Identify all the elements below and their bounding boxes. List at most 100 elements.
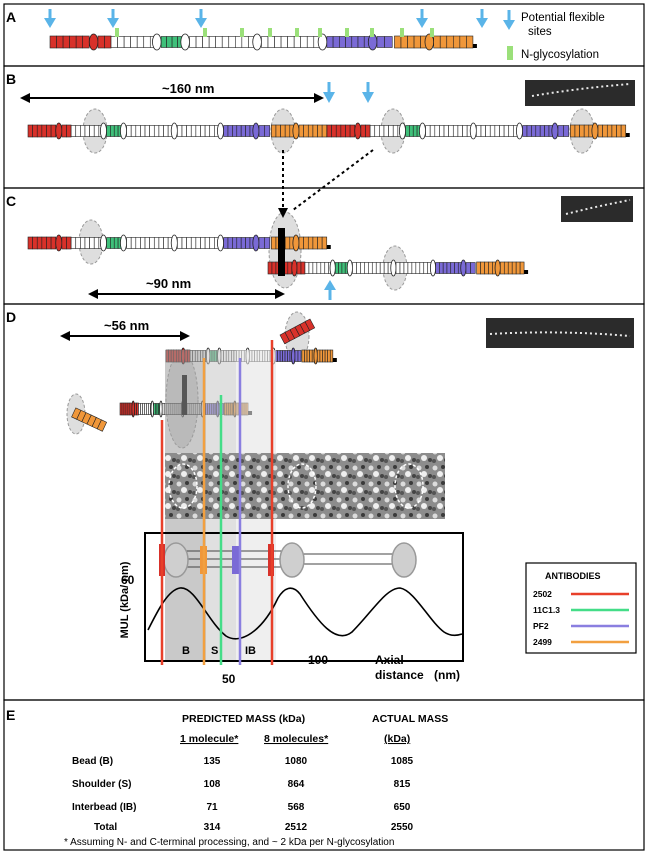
domain-segment <box>394 35 402 49</box>
row-label: Interbead (IB) <box>72 802 136 813</box>
domain-segment <box>274 36 282 48</box>
domain-segment <box>583 124 590 138</box>
domain-segment <box>271 261 277 275</box>
domain-segment <box>149 125 155 137</box>
domain-node <box>292 234 300 252</box>
domain-segment <box>69 35 77 49</box>
domain-segment <box>405 125 410 137</box>
antibody-name-11c1: 11C1.3 <box>533 605 560 615</box>
domain-segment <box>508 125 514 137</box>
fibrillin-molecule <box>27 234 331 252</box>
flexible-site-arrow <box>324 280 336 290</box>
domain-segment <box>232 237 238 249</box>
ytick-60: 60 <box>121 573 135 587</box>
domain-segment <box>409 125 414 137</box>
domain-segment <box>485 125 491 137</box>
overlap-region <box>278 228 285 276</box>
domain-segment <box>317 124 323 138</box>
domain-segment <box>228 36 236 48</box>
domain-segment <box>503 261 509 275</box>
domain-segment <box>277 350 281 362</box>
domain-segment <box>241 36 249 48</box>
domain-segment <box>190 125 197 137</box>
domain-segment <box>200 125 206 137</box>
domain-segment <box>236 125 242 137</box>
domain-segment <box>166 36 173 48</box>
glycosylation-site <box>203 28 207 37</box>
domain-segment <box>480 261 485 275</box>
domain-segment <box>423 262 429 274</box>
xlabel-axial: Axial <box>375 653 404 667</box>
cell-actual: 815 <box>394 779 411 790</box>
domain-segment <box>236 237 242 249</box>
domain-segment <box>287 261 293 275</box>
domain-segment <box>357 36 365 48</box>
domain-segment <box>267 36 275 48</box>
region-label-ib: IB <box>245 645 256 657</box>
region-label-s: S <box>211 645 218 657</box>
domain-node <box>252 234 260 252</box>
domain-segment <box>294 350 299 362</box>
domain-node <box>494 259 501 277</box>
domain-segment <box>130 125 137 137</box>
domain-node <box>152 33 162 51</box>
domain-segment <box>439 35 448 49</box>
domain-segment <box>84 237 90 249</box>
domain-segment <box>287 36 295 48</box>
domain-node <box>429 259 437 277</box>
domain-segment <box>275 124 281 138</box>
domain-segment <box>113 125 119 137</box>
domain-segment <box>296 261 302 275</box>
domain-segment <box>136 36 145 48</box>
domain-segment <box>411 262 417 274</box>
domain-segment <box>415 262 421 274</box>
domain-segment <box>306 349 310 363</box>
domain-segment <box>110 237 115 249</box>
measure-label-c: ~90 nm <box>146 276 191 291</box>
domain-segment <box>267 261 273 275</box>
domain-segment <box>223 237 229 249</box>
domain-node <box>591 122 599 140</box>
domain-segment <box>434 125 440 137</box>
domain-segment <box>158 237 164 249</box>
em-image <box>165 453 445 519</box>
domain-segment <box>400 35 408 49</box>
domain-segment <box>312 262 318 274</box>
domain-segment <box>503 125 510 137</box>
glycosylation-site <box>115 28 119 37</box>
cell-eight: 2512 <box>285 822 308 833</box>
domain-segment <box>202 36 210 48</box>
header-one-molecule: 1 molecule* <box>180 733 239 745</box>
legend-flexible-label-1: Potential flexible <box>521 12 605 24</box>
header-actual: ACTUAL MASS <box>372 713 448 725</box>
domain-segment <box>36 236 43 250</box>
legend-flexible-label-2: sites <box>528 26 552 38</box>
domain-segment <box>186 237 192 249</box>
domain-segment <box>261 36 269 48</box>
domain-segment <box>304 349 308 363</box>
domain-segment <box>376 36 385 48</box>
domain-segment <box>489 125 496 137</box>
domain-node <box>329 259 336 277</box>
domain-segment <box>149 237 155 249</box>
domain-segment <box>123 36 131 48</box>
domain-segment <box>284 350 288 362</box>
row-label: Shoulder (S) <box>72 779 131 790</box>
domain-segment <box>303 236 309 250</box>
flexible-site-arrow <box>44 18 56 28</box>
domain-segment <box>50 124 57 138</box>
domain-segment <box>144 237 150 249</box>
domain-segment <box>515 261 521 275</box>
domain-segment <box>407 262 413 274</box>
bead-ellipse <box>279 542 305 578</box>
domain-segment <box>539 125 545 137</box>
ylabel-mul: MUL (kDa/ nm) <box>119 561 131 638</box>
antibodies-title: ANTIBODIES <box>545 571 601 581</box>
domain-segment <box>312 124 318 138</box>
flexible-site-arrow <box>195 18 207 28</box>
flexible-site-arrow <box>416 18 428 28</box>
domain-segment <box>419 262 425 274</box>
domain-segment <box>27 236 33 250</box>
cell-one: 71 <box>206 802 218 813</box>
domain-node <box>291 259 298 277</box>
